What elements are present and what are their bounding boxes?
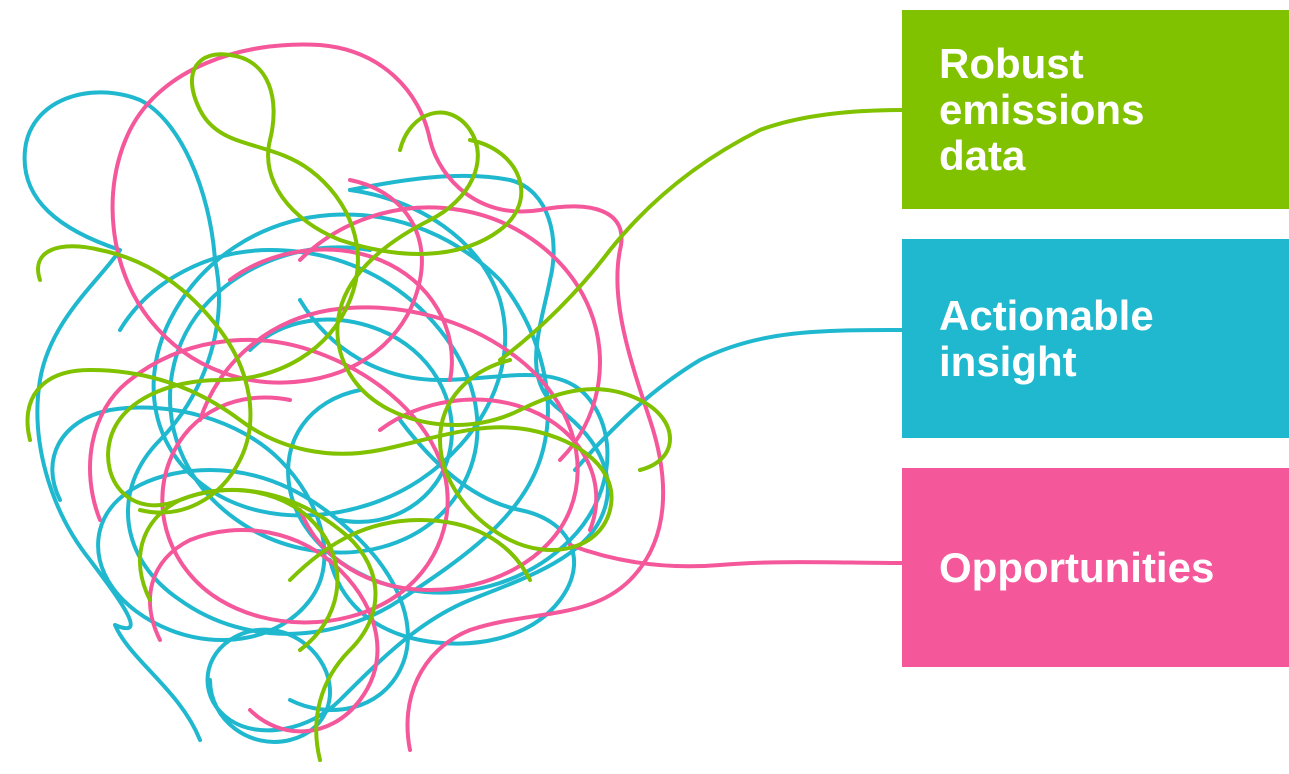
green-tangle	[25, 52, 904, 762]
pink-tangle	[88, 42, 904, 752]
actionable-label-line-2: insight	[939, 337, 1077, 385]
robust-label-line-2: emissions	[939, 85, 1145, 133]
opportunities-box: Opportunities	[902, 468, 1289, 667]
opportunities-label: Opportunities	[939, 543, 1215, 591]
actionable-insight-label: Actionable insight	[939, 291, 1154, 385]
actionable-label-line-1: Actionable	[939, 291, 1154, 339]
robust-label-line-1: Robust	[939, 39, 1084, 87]
opportunities-label-line-1: Opportunities	[939, 543, 1215, 591]
robust-emissions-data-label: Robust emissions data	[939, 39, 1145, 179]
actionable-insight-box: Actionable insight	[902, 239, 1289, 438]
robust-emissions-data-box: Robust emissions data	[902, 10, 1289, 209]
robust-label-line-3: data	[939, 131, 1026, 179]
